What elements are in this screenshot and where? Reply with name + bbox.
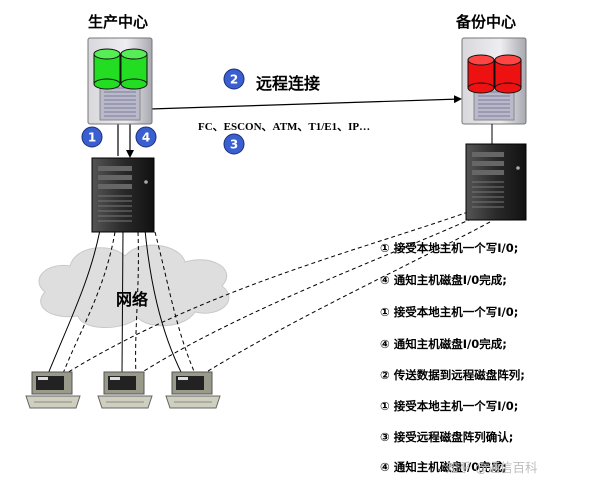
step-item-4: ④ 通知主机磁盘I/0完成; — [380, 337, 507, 351]
workstation-3 — [165, 371, 221, 409]
step-item-3: ① 接受本地主机一个写I/0; — [380, 305, 519, 319]
primary-center-title: 生产中心 — [88, 13, 149, 31]
step-item-2: ④ 通知主机磁盘I/0完成; — [380, 273, 507, 287]
protocol-list: FC、ESCON、ATM、T1/E1、IP… — [198, 121, 371, 133]
backup-center-title: 备份中心 — [456, 13, 517, 31]
backup-server — [465, 143, 527, 221]
badge-3-label: 3 — [230, 138, 238, 152]
step-item-6: ① 接受本地主机一个写I/0; — [380, 399, 519, 413]
step-item-8: ④ 通知主机磁盘I/0完成; — [380, 460, 507, 474]
badge-3: 3 — [223, 133, 245, 155]
network-label: 网络 — [116, 290, 149, 309]
badge-2-label: 2 — [230, 73, 238, 87]
primary-server — [91, 157, 155, 233]
watermark: 知乎 @通信百科 — [446, 460, 538, 475]
remote-links-dashed — [61, 211, 491, 377]
badge-2: 2 — [223, 68, 245, 90]
remote-connection-arrow — [143, 95, 462, 114]
primary-disk-array — [87, 37, 153, 125]
step-item-1: ① 接受本地主机一个写I/0; — [380, 241, 519, 255]
workstation-2 — [97, 371, 153, 409]
badge-4-label: 4 — [142, 131, 150, 145]
badge-1-label: 1 — [88, 131, 96, 145]
badge-1: 1 — [81, 126, 103, 148]
workstation-1 — [25, 371, 81, 409]
badge-4: 4 — [135, 126, 157, 148]
local-links — [47, 229, 183, 375]
step-item-7: ③ 接受远程磁盘阵列确认; — [380, 430, 514, 444]
step-item-5: ② 传送数据到远程磁盘阵列; — [380, 368, 525, 382]
local-links-dashed — [61, 231, 197, 377]
network-cloud — [38, 244, 230, 329]
remote-connection-label: 远程连接 — [256, 74, 321, 93]
backup-disk-array — [461, 37, 527, 144]
